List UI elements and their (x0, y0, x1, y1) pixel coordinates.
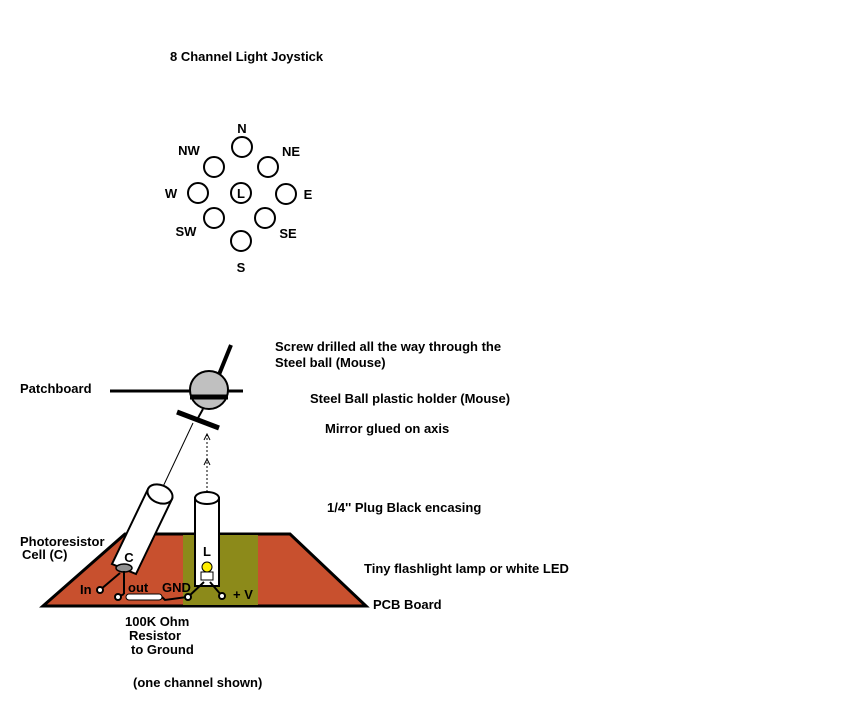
lamp-label: Tiny flashlight lamp or white LED (364, 561, 569, 576)
screw (216, 344, 233, 378)
cell-c-label: C (124, 550, 134, 565)
mirror-axis (197, 408, 204, 419)
diagram-title: 8 Channel Light Joystick (170, 49, 324, 64)
patchboard-label: Patchboard (20, 381, 92, 396)
arrow-up-icon (203, 432, 211, 466)
sensor-e (275, 183, 297, 205)
holder-label: Steel Ball plastic holder (Mouse) (310, 391, 510, 406)
sensor-n (231, 136, 253, 158)
photoresistor-label-1: Photoresistor (20, 534, 105, 549)
lamp-center (230, 182, 252, 204)
plug-label: 1/4'' Plug Black encasing (327, 500, 481, 515)
resistor-label-3: to Ground (131, 642, 194, 657)
out-label: out (128, 580, 149, 595)
label-se: SE (279, 226, 297, 241)
label-nw: NW (178, 143, 200, 158)
resistor-label-2: Resistor (129, 628, 181, 643)
sensor-s (230, 230, 252, 252)
sensor-se (254, 207, 276, 229)
lamp-l-label: L (203, 544, 211, 559)
terminals (96, 586, 226, 601)
steel-ball (189, 370, 229, 410)
label-n: N (237, 121, 246, 136)
sensor-nw (203, 156, 225, 178)
in-label: In (80, 582, 92, 597)
label-ne: NE (282, 144, 300, 159)
direction-grid (187, 136, 297, 252)
screw-label-2: Steel ball (Mouse) (275, 355, 386, 370)
sensor-ne (257, 156, 279, 178)
screw-label-1: Screw drilled all the way through the (275, 339, 501, 354)
sensor-w (187, 182, 209, 204)
label-s: S (237, 260, 246, 275)
label-e: E (304, 187, 313, 202)
sensor-sw (203, 207, 225, 229)
bulb-icon (201, 561, 213, 573)
gnd-label: GND (162, 580, 191, 595)
photoresistor-label-2: Cell (C) (22, 547, 68, 562)
label-w: W (165, 186, 178, 201)
reflected-light-ray (159, 422, 194, 494)
label-sw: SW (176, 224, 198, 239)
lamp-tube (194, 491, 220, 587)
pcb-label: PCB Board (373, 597, 442, 612)
photoresistor-tube (110, 483, 174, 576)
mirror-label: Mirror glued on axis (325, 421, 449, 436)
vplus-label: + V (233, 587, 253, 602)
mirror (176, 409, 220, 431)
note-label: (one channel shown) (133, 675, 262, 690)
resistor-label-1: 100K Ohm (125, 614, 189, 629)
label-l: L (237, 186, 245, 201)
resistor (125, 593, 163, 601)
